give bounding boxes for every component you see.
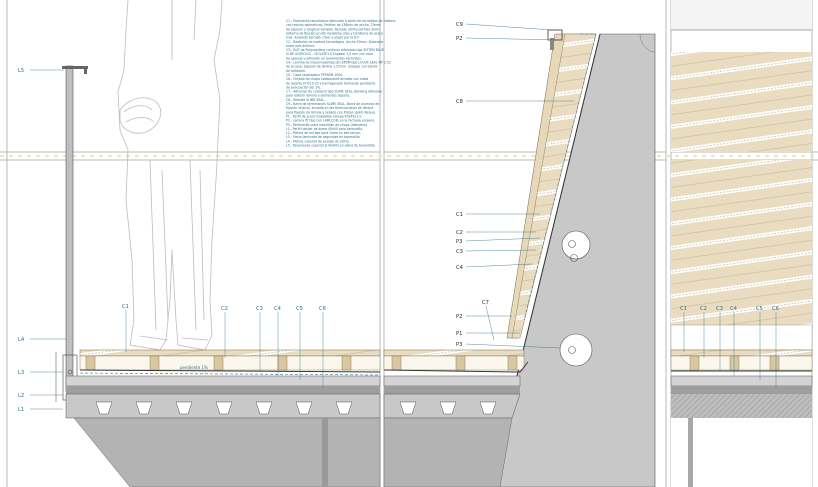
label-facade-c3: C3 xyxy=(456,249,463,255)
label-l4: L4 xyxy=(18,337,25,343)
person-silhouette xyxy=(117,0,223,351)
label-right-c4: C4 xyxy=(730,306,738,312)
legend-notes: C1.- Pavimento tecnológico fabricado a p… xyxy=(286,19,395,148)
label-right-c2: C2 xyxy=(700,306,707,312)
label-facade-c2: C2 xyxy=(456,230,463,236)
middle-labels: C9 P2 C8 C1 C2 P3 C3 C4 P2 C7 P1 P3 xyxy=(456,22,489,348)
floor-buildup xyxy=(65,349,381,487)
label-right-c6: C6 xyxy=(772,306,779,312)
middle-leader-lines xyxy=(465,23,574,349)
legend-line: C6.- Forjado de chapa colaborante armado… xyxy=(286,77,368,81)
label-facade-c1: C1 xyxy=(456,212,463,218)
legend-line: L4.- Pletina superior de anclaje de vidr… xyxy=(286,139,349,143)
label-l1: L1 xyxy=(18,407,24,413)
legend-line: Sistema de fijación oculto mediante clip… xyxy=(286,31,383,35)
legend-line: fijación vertical, anclada en las termin… xyxy=(286,106,373,110)
legend-line: C8.- Remate SLIME SEAL. xyxy=(286,98,325,102)
legend-line: de espesor y longitud variable. Remate ú… xyxy=(286,27,380,31)
legend-line: para adherir lámina a elementos soporte. xyxy=(286,94,350,98)
legend-line: L2.- Pletina de anclaje para vidrio en e… xyxy=(286,131,361,135)
label-right-c1: C1 xyxy=(680,306,687,312)
label-p3-bottom: P3 xyxy=(456,342,462,348)
legend-line: C2.- Rastreles de madera tecnológica. An… xyxy=(286,40,383,44)
label-c6: C6 xyxy=(319,306,326,312)
legend-line: de adhesión. xyxy=(286,69,306,73)
label-c9: C9 xyxy=(456,22,463,28)
label-c8: C8 xyxy=(456,99,463,105)
label-p2-top: P2 xyxy=(456,36,462,42)
legend-line: C3.- PoIT de Polipropileno continuo refo… xyxy=(286,48,384,52)
legend-line: para fijación de lámina y sellado con Pr… xyxy=(286,110,376,114)
label-c3: C3 xyxy=(256,306,263,312)
label-p2-bottom: P2 xyxy=(456,314,462,320)
label-c1: C1 xyxy=(122,304,129,310)
right-leader-lines xyxy=(683,312,777,388)
legend-line: C4.- Lámina de impermeabilización EPDM t… xyxy=(286,61,391,65)
left-labels: L5 L4 L3 L2 L1 C1 C2 C3 C4 C5 C6 pendien… xyxy=(18,68,326,413)
legend-line: de reparto Ø 4/15-20 y hormigonado forma… xyxy=(286,80,376,85)
legend-line: C7.- Adhesivo de contacto tipo SLIME SEA… xyxy=(286,90,382,94)
legend-line: de aparejo y adhesión en paramentos vert… xyxy=(286,56,362,60)
right-labels: C1 C2 C3 C4 C5 C6 xyxy=(680,306,779,312)
legend-line: L3.- Vidrio laminado de seguridad en bar… xyxy=(286,135,360,139)
legend-line: C9.- Barra de terminación SLIME SEAL. Ba… xyxy=(286,102,379,106)
label-right-c5: C5 xyxy=(756,306,763,312)
legend-line: entre ejes 400mm. xyxy=(286,44,315,48)
label-facade-c4: C4 xyxy=(456,265,464,271)
label-p1: P1 xyxy=(456,331,462,337)
legend-line: L1.- Perfil tubular de acero 40x40 para … xyxy=(286,127,363,131)
label-l3: L3 xyxy=(18,370,24,376)
legend-line: P3.- Perforación para impulsión de chapa… xyxy=(286,123,368,127)
legend-line: C1.- Pavimento tecnológico fabricado a p… xyxy=(286,19,395,23)
legend-line: L5.- Pasamanos superior (L40x40) en plan… xyxy=(286,144,375,148)
legend-line: C5.- Capa separadora TERRAM 1000. xyxy=(286,73,343,77)
legend-line: con resinas poliméricas. Perfiles de 138… xyxy=(286,23,381,27)
label-c5: C5 xyxy=(296,306,303,312)
label-c7: C7 xyxy=(482,300,489,306)
label-l2: L2 xyxy=(18,393,24,399)
label-l5: L5 xyxy=(18,68,24,74)
facade-section xyxy=(383,29,656,487)
label-c2: C2 xyxy=(221,306,228,312)
label-c4: C4 xyxy=(274,306,282,312)
label-right-c3: C3 xyxy=(716,306,723,312)
legend-line: de la casa. Espesor de lámina 1.52mm. So… xyxy=(286,65,377,69)
legend-line: P2.- Lámina fit tipo con LAMLCOB, en la … xyxy=(286,119,375,123)
label-slope: pendiente 1% xyxy=(180,365,208,370)
legend-line: P1.- Perfil de acero inoxidable omega 45… xyxy=(286,114,362,118)
legend-line: SI DE ACERO/G2 - ISOLATE1.0 Espesor 1,5 … xyxy=(286,52,373,56)
legend-line: de evacuación del 1%. xyxy=(286,85,321,89)
legend-line: inox. Acabado serrado. Color a elegir po… xyxy=(286,36,360,40)
right-section xyxy=(670,0,813,487)
left-leader-lines xyxy=(30,69,324,410)
label-p3-top: P3 xyxy=(456,239,462,245)
